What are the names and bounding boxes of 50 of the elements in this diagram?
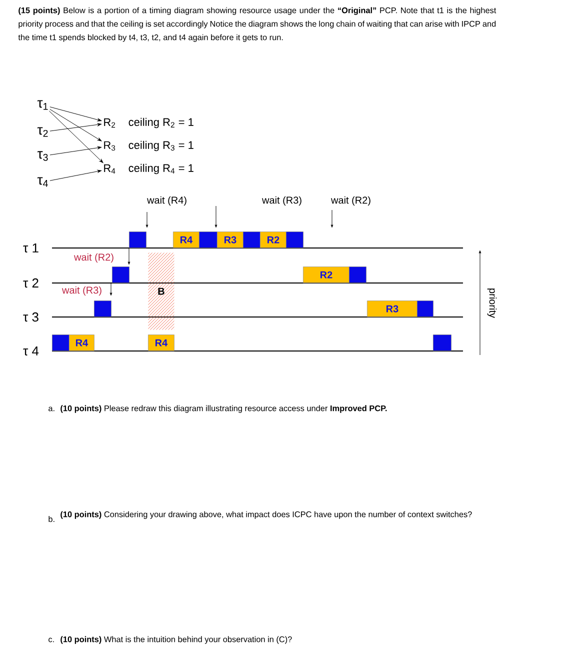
resource-block: R4 bbox=[148, 334, 174, 351]
task-symbol: τ$_{4}$ bbox=[37, 177, 48, 187]
question-text: (15 points) Below is a portion of a timing diagram showing resource usage under the “Original” PCP. Note that t1 is the highest priority process and that the ceiling is set accordingly Notice the diagram shows the long chain of waiting that can arise with IPCP and the time t1 spends blocked by t4, t3, t2, and t4 again before it gets to run. bbox=[18, 7, 496, 42]
arrow bbox=[50, 170, 102, 181]
arrow bbox=[50, 123, 102, 132]
resource-block: R3 bbox=[367, 300, 418, 317]
arrow bbox=[50, 146, 102, 156]
question-text: (10 points) What is the intuition behind your observation in (C)? bbox=[60, 636, 292, 644]
ceiling-label: ceiling R$_{4}$ = 1 bbox=[128, 164, 194, 174]
question-text: (10 points) Considering your drawing above, what impact does ICPC have upon the number of context switches? bbox=[60, 511, 472, 519]
task-label: τ 1 bbox=[23, 243, 38, 253]
resource-label: R$_{4}$ bbox=[104, 164, 116, 174]
execution-block bbox=[433, 334, 452, 351]
execution-block bbox=[243, 232, 260, 248]
list-marker: b. bbox=[48, 516, 54, 522]
resource-block: R2 bbox=[303, 266, 350, 283]
ceiling-label: ceiling R$_{2}$ = 1 bbox=[128, 118, 194, 128]
task-label: τ 2 bbox=[23, 278, 38, 288]
arrow bbox=[50, 106, 102, 122]
execution-block bbox=[417, 300, 434, 317]
question-text: (10 points) Please redraw this diagram illustrating resource access under Improved PCP. bbox=[60, 405, 387, 413]
resource-block: R2 bbox=[260, 232, 286, 248]
event-label: wait (R3) bbox=[262, 196, 302, 206]
execution-block bbox=[52, 334, 70, 351]
execution-block bbox=[286, 232, 304, 248]
resource-block: R4 bbox=[173, 232, 200, 248]
resource-block: R3 bbox=[217, 232, 244, 248]
event-label: wait (R2) bbox=[74, 253, 114, 263]
resource-block: R4 bbox=[69, 334, 94, 351]
execution-block bbox=[112, 266, 130, 283]
task-symbol: τ$_{3}$ bbox=[37, 151, 48, 161]
execution-block bbox=[129, 232, 146, 248]
event-label: wait (R4) bbox=[146, 196, 186, 206]
execution-block bbox=[349, 266, 366, 283]
resource-label: R$_{2}$ bbox=[104, 118, 116, 128]
arrow bbox=[50, 109, 102, 142]
event-label: wait (R3) bbox=[62, 286, 102, 296]
task-symbol: τ$_{1}$ bbox=[37, 100, 48, 110]
task-label: τ 4 bbox=[23, 346, 39, 356]
ceiling-label: ceiling R$_{3}$ = 1 bbox=[128, 140, 194, 152]
list-marker: a. bbox=[48, 406, 54, 412]
execution-block bbox=[94, 300, 112, 317]
task-symbol: τ$_{2}$ bbox=[37, 127, 48, 137]
task-label: τ 3 bbox=[23, 312, 38, 322]
event-label: wait (R2) bbox=[330, 196, 370, 206]
axis-label: priority bbox=[487, 288, 497, 318]
execution-block bbox=[199, 232, 218, 248]
arrow bbox=[48, 110, 104, 163]
resource-label: R$_{3}$ bbox=[104, 141, 116, 151]
list-marker: c. bbox=[48, 638, 54, 642]
